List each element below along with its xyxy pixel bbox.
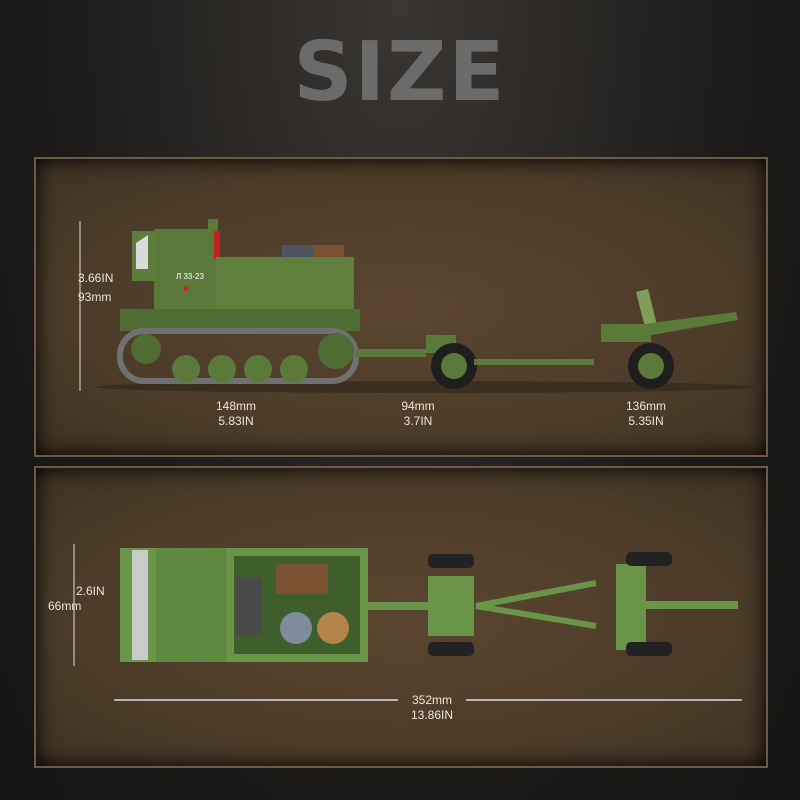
howitzer-side	[601, 289, 738, 389]
side-view-panel: Л 33-23 3.66IN 93mm 148mm 5.83IN 94mm 3.…	[34, 157, 768, 457]
total-length-in: 13.86IN	[410, 708, 454, 722]
side-view-illustration: Л 33-23	[79, 219, 756, 393]
red-star-icon	[182, 284, 190, 292]
total-length-mm: 352mm	[411, 693, 452, 707]
height-mm-label: 93mm	[78, 290, 112, 304]
height-in-label: 3.66IN	[78, 271, 114, 285]
width-mm-label: 66mm	[48, 599, 82, 613]
width-in-label: 2.6IN	[76, 584, 105, 598]
page-title: SIZE	[293, 25, 507, 120]
top-view-illustration	[73, 544, 742, 701]
limber-top	[368, 554, 474, 656]
howitzer-top	[475, 552, 738, 656]
vehicle-decal: Л 33-23	[176, 272, 204, 281]
limber-length-mm: 94mm	[401, 399, 435, 413]
tractor-top	[120, 548, 368, 662]
tractor-side: Л 33-23	[117, 219, 360, 384]
top-view-panel: 2.6IN 66mm 352mm 13.86IN	[34, 466, 768, 768]
limber-side	[356, 335, 594, 389]
tractor-length-mm: 148mm	[215, 399, 256, 413]
howitzer-length-mm: 136mm	[625, 399, 666, 413]
tractor-length-in: 5.83IN	[218, 414, 254, 428]
limber-length-in: 3.7IN	[403, 414, 433, 428]
howitzer-length-in: 5.35IN	[628, 414, 664, 428]
